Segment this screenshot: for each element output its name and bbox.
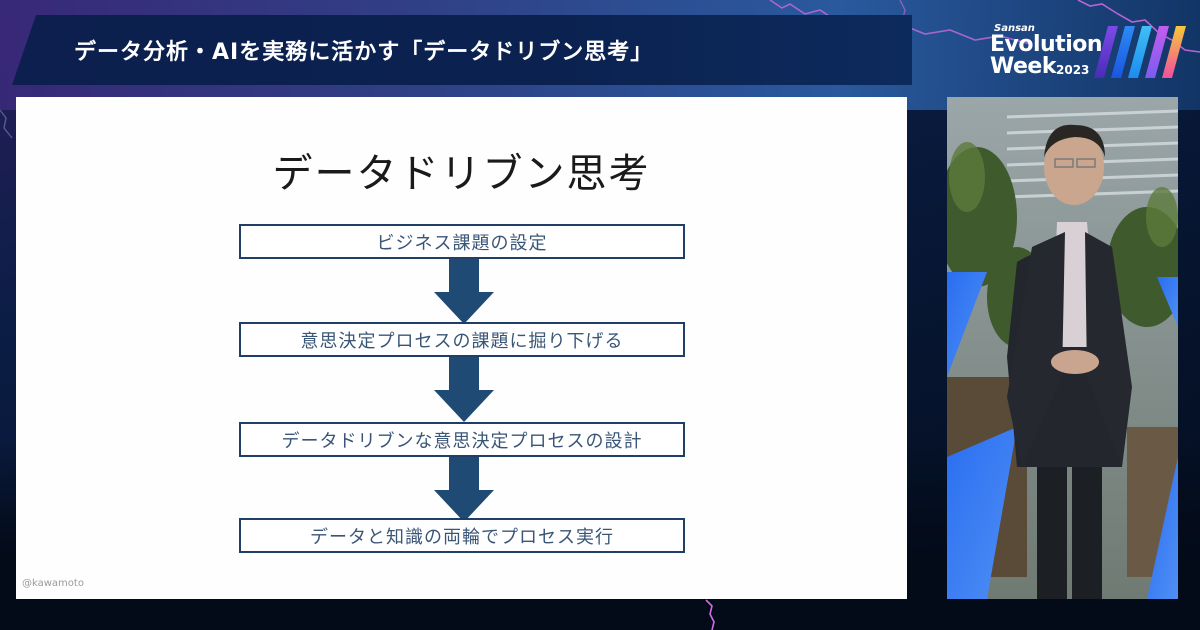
presentation-slide: データドリブン思考 ビジネス課題の設定 意思決定プロセスの課題に掘り下げる デー… xyxy=(16,97,907,599)
flow-step-2: 意思決定プロセスの課題に掘り下げる xyxy=(239,322,685,357)
down-arrow-icon xyxy=(434,357,494,422)
down-arrow-icon xyxy=(434,259,494,324)
session-title: データ分析・AIを実務に活かす「データドリブン思考」 xyxy=(74,40,654,65)
logo-line1: Evolution xyxy=(990,32,1103,57)
event-logo: Sansan Evolution Week 2023 xyxy=(986,22,1186,82)
logo-line2: Week xyxy=(990,54,1056,79)
logo-year: 2023 xyxy=(1056,63,1090,77)
slide-credit: @kawamoto xyxy=(22,578,84,589)
logo-stripes-icon xyxy=(1094,26,1186,78)
speaker-image xyxy=(947,97,1178,599)
down-arrow-icon xyxy=(434,457,494,522)
flow-step-3: データドリブンな意思決定プロセスの設計 xyxy=(239,422,685,457)
speaker-video xyxy=(947,97,1178,599)
title-banner: データ分析・AIを実務に活かす「データドリブン思考」 xyxy=(12,15,912,85)
slide-title: データドリブン思考 xyxy=(272,151,651,197)
flow-step-4: データと知識の両輪でプロセス実行 xyxy=(239,518,685,553)
flow-step-1: ビジネス課題の設定 xyxy=(239,224,685,259)
